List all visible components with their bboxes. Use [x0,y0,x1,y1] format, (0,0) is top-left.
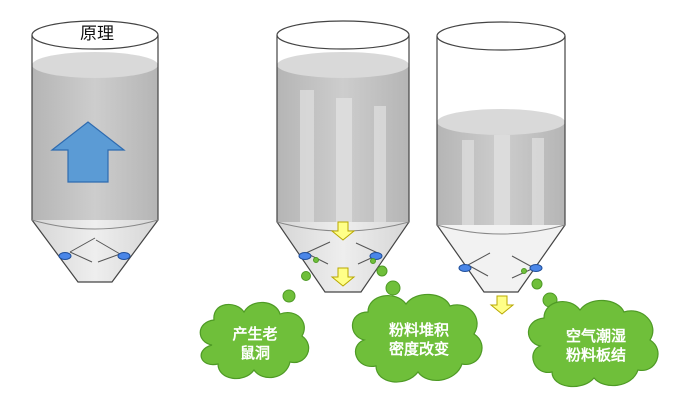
silo-3-cone [437,225,565,292]
silo-2-nozzle-right [369,252,383,260]
bubble [313,257,319,263]
cloud-shape [527,299,659,388]
cloud-shape [351,293,483,383]
silo-2-rim [276,20,410,50]
cloud-shape [199,301,310,380]
silo-2-channel-1 [300,90,314,222]
bubble [385,280,401,296]
down-flow-arrow-icon [330,267,356,287]
silo-1-powder-surface [32,52,158,78]
cloud-density [351,293,483,383]
silo-3-nozzle-right [529,264,543,272]
silo-3-channel-2 [494,135,510,225]
silo-3-cone-seam [436,224,566,235]
silo-1-nozzle-right [117,252,131,260]
silo-3-channel-3 [532,138,544,225]
cloud-label-line: 鼠洞 [239,344,270,362]
cloud-label-caking: 空气潮湿 粉料板结 [536,320,656,372]
bubble [370,258,376,264]
silo-3-nozzle-left [458,264,472,272]
bubble [301,271,311,281]
cloud-label-rathole: 产生老 鼠洞 [205,318,305,370]
bubble [521,268,527,274]
silo-1-cone-seam [31,219,159,230]
silo-3-channel-1 [462,140,474,225]
cloud-label-line: 粉料堆积 [388,321,449,339]
bubble [282,289,296,303]
silo-1-nozzle-left [58,252,72,260]
silo-3-rim [436,21,566,51]
down-flow-arrow-icon [489,295,515,315]
down-flow-arrow-icon [330,221,356,241]
silo-2-channel-2 [336,98,352,222]
cloud-label-line: 粉料板结 [565,346,626,364]
silo-2-channel-3 [374,106,386,222]
diagram-title: 原理 [80,24,114,44]
silo-principle [31,20,159,283]
silo-2-cone [277,222,409,292]
bubble [376,265,388,277]
silo-caking [436,21,566,315]
silo-2-outline [276,35,410,293]
bubble [531,278,543,290]
cloud-label-line: 密度改变 [388,340,449,358]
cloud-label-line: 产生老 [232,325,278,343]
silo-rathole [276,20,410,293]
bubble-trails [282,257,558,308]
cloud-rathole [199,301,310,380]
silo-1-outline [31,35,159,283]
upward-air-arrow-icon [50,121,126,183]
silo-2-nozzle-left [298,252,312,260]
silo-3-air-lines [467,252,535,279]
cloud-caking [527,299,659,388]
silo-3-powder-surface [437,109,565,135]
cloud-label-line: 空气潮湿 [565,327,626,345]
silo-3-outline [436,36,566,293]
silo-1-cone [32,220,158,282]
silo-1-air-lines [69,237,121,263]
cloud-label-density: 粉料堆积 密度改变 [360,314,478,366]
silo-2-powder-surface [277,52,409,78]
